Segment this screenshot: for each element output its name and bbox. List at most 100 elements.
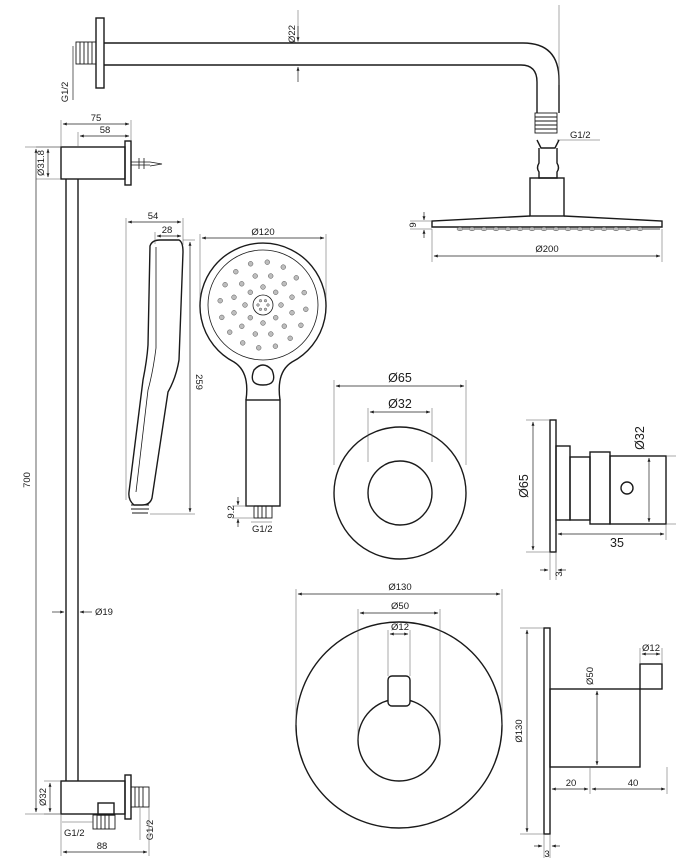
hand-center-nozzle [258,307,263,311]
hand-nozzle [289,294,295,300]
hand-nozzle [252,331,258,337]
wall-flange [95,17,105,89]
bar-length-label: 700 [22,472,33,488]
head-nozzle [636,226,644,232]
head-nozzle [576,226,584,232]
mixer-plate-diameter-label: Ø130 [388,582,411,593]
head-nozzle [564,226,572,232]
mixer-front: Ø130 Ø50 Ø12 [295,582,503,829]
mixer-side: Ø130 Ø50 Ø12 20 40 3 [514,627,668,860]
hand-nozzle [280,264,286,270]
hand-nozzle [247,261,254,267]
hand-length-label: 259 [193,374,204,390]
hand-nozzle [233,269,239,275]
hand-shower-nozzles [217,259,309,351]
hand-nozzle [217,298,223,304]
head-nozzle [480,226,488,232]
arm-outlet-thread-label: G1/2 [570,130,591,141]
hand-nozzle [247,289,253,295]
diverter-inner-diameter-label: Ø32 [388,397,412,411]
arm-pipe [104,42,560,113]
hand-nozzle [289,310,295,316]
hand-center-nozzle [258,299,263,303]
head-nozzle [588,226,596,232]
hand-nozzle [268,331,274,337]
hand-center-nozzle [263,307,268,311]
head-nozzle [468,226,476,232]
mixer-depth-b-label: 40 [628,778,639,789]
head-nozzle [504,226,512,232]
diverter-side-depth-label: 35 [610,536,624,550]
elbow-thread-side-label: G1/2 [145,820,156,841]
shower-arm: Ø22 G1/2 G1/2 [60,5,600,141]
diverter-front: Ø65 Ø32 [333,371,467,560]
mixer-side-lever-label: Ø12 [642,643,660,654]
hand-nozzle [260,320,266,326]
mixer-lever-width-label: Ø12 [391,622,409,633]
hand-nozzle [227,329,233,335]
mixer-side-knob-label: Ø50 [585,667,596,685]
head-nozzle [492,226,500,232]
head-diameter-label: Ø200 [535,244,558,255]
hand-nozzle [239,323,245,329]
diverter-side-outer-label: Ø65 [517,474,531,498]
hand-nozzle [281,323,287,329]
hand-nozzle [240,340,246,346]
hand-depth-neck-label: 28 [162,225,173,236]
hand-nozzle [301,289,307,296]
hand-nozzle [231,294,237,300]
head-nozzle [516,226,524,232]
hand-shower-front: Ø120 9.2 G1/2 [199,227,327,535]
hand-nozzle [219,314,225,321]
hand-nozzle [256,345,262,351]
hand-nozzle [260,284,266,290]
hand-nozzle [239,281,245,287]
arm-inlet-thread [75,41,97,65]
hand-nozzle [273,289,279,295]
holder-diameter-label: Ø31.8 [36,150,47,176]
arm-outlet-thread [534,112,558,134]
bar-width-holder-label: 58 [100,125,111,136]
bar-diameter-label: Ø19 [95,607,113,618]
hand-nozzle [264,259,270,265]
elbow-thread-front-label: G1/2 [64,828,85,839]
head-nozzle [528,226,536,232]
hand-nozzle [272,343,279,349]
mixer-plate-thickness-label: 3 [544,849,549,860]
hand-thread-label: G1/2 [252,524,273,535]
head-shower: 9 Ø200 [408,139,663,262]
hand-nozzle [278,302,284,308]
head-nozzle [612,226,620,232]
head-shower-nozzles [456,226,644,232]
elbow-diameter-label: Ø32 [38,788,49,806]
head-thickness-label: 9 [408,222,419,227]
bar-width-total-label: 75 [91,113,102,124]
hand-nozzle [242,302,248,308]
hand-shower-side: 54 28 259 [125,211,204,515]
hand-hose-length-label: 9.2 [226,505,237,518]
arm-inlet-thread-label: G1/2 [60,82,71,103]
hand-nozzle [293,275,299,281]
hand-depth-label: 54 [148,211,159,222]
hand-nozzle [247,315,253,321]
diverter-outer-diameter-label: Ø65 [388,371,412,385]
hand-nozzle [252,273,258,279]
hand-nozzle [303,306,309,312]
head-nozzle [624,226,632,232]
elbow-width-label: 88 [97,841,108,852]
hand-nozzle [281,281,287,287]
diverter-side-knob-label: Ø32 [633,426,647,450]
hand-nozzle [273,315,279,321]
slide-bar: 75 58 Ø31.8 700 Ø19 Ø32 G1/2 G1/2 88 [22,113,163,856]
hand-nozzle [222,282,228,288]
diverter-side: Ø65 Ø32 35 3 [517,419,676,580]
hand-center-nozzle [266,303,270,307]
arm-diameter-label: Ø22 [287,25,298,43]
head-nozzle [600,226,608,232]
diverter-plate-thickness-label: 3 [554,571,565,576]
mixer-depth-a-label: 20 [566,778,577,789]
hand-face-diameter-label: Ø120 [251,227,274,238]
hand-center-nozzle [263,299,268,303]
head-nozzle [456,226,464,232]
